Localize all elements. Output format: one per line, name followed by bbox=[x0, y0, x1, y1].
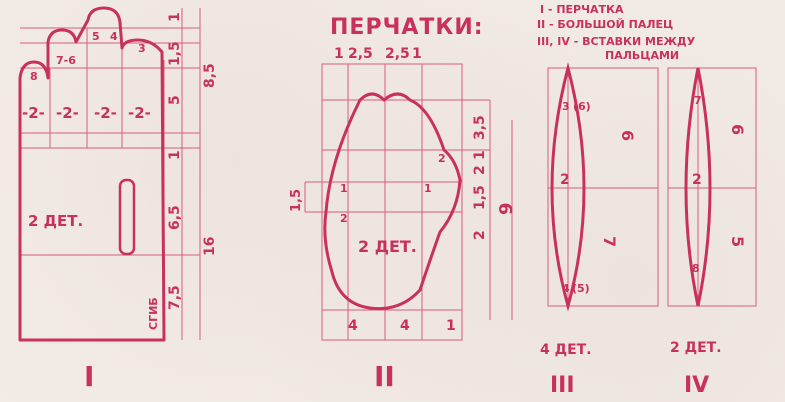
mark-label: 3 bbox=[138, 42, 146, 55]
insert4-roman-numeral: IV bbox=[684, 373, 709, 398]
dim-label: 2,5 bbox=[385, 46, 410, 62]
mark-label: (6) bbox=[573, 100, 591, 113]
mark-label: 7 bbox=[694, 94, 702, 107]
mark-label: 5 bbox=[92, 30, 100, 43]
insert4-grid bbox=[667, 67, 757, 307]
thumb-grid bbox=[304, 63, 513, 341]
mark-label: 3 bbox=[562, 100, 570, 113]
piece-insert-4: 7 8 2 6 5 2 ДЕТ. IV bbox=[667, 67, 757, 398]
legend-line-3: III, IV - ВСТАВКИ МЕЖДУ bbox=[537, 35, 696, 48]
legend-title: ПЕРЧАТКИ: bbox=[330, 15, 484, 40]
dim-label: 5 bbox=[167, 95, 183, 105]
dim-label: 4 bbox=[348, 318, 358, 334]
insert3-dim: 7 bbox=[600, 236, 619, 247]
insert4-count: 2 ДЕТ. bbox=[670, 340, 722, 356]
insert4-dim: 5 bbox=[728, 236, 747, 247]
dim-label: 1 bbox=[412, 46, 422, 62]
mark-label: (5) bbox=[572, 282, 590, 295]
glove-dimensions: 1 1,5 5 1 6,5 7,5 8,5 16 bbox=[167, 12, 218, 310]
thumb-bottom-dims: 4 4 1 bbox=[348, 318, 456, 334]
dim-label: 7,5 bbox=[167, 285, 183, 310]
dim-label: 1,5 bbox=[167, 41, 183, 66]
fold-label: СГИБ bbox=[147, 297, 160, 330]
dim-label: 1 bbox=[167, 150, 183, 160]
insert3-marks: 3 (6) 4 (5) bbox=[562, 100, 591, 295]
glove-roman-numeral: I bbox=[84, 360, 94, 393]
legend: ПЕРЧАТКИ: I - ПЕРЧАТКА II - БОЛЬШОЙ ПАЛЕ… bbox=[330, 3, 696, 62]
insert4-marks: 7 8 bbox=[692, 94, 702, 275]
insert3-center-label: 2 bbox=[560, 172, 570, 188]
dim-label: 2,5 bbox=[348, 46, 373, 62]
dim-label: 2 bbox=[472, 230, 488, 240]
insert4-dim: 6 bbox=[728, 124, 747, 135]
glove-count: 2 ДЕТ. bbox=[28, 212, 83, 230]
dim-label: 1 bbox=[472, 150, 488, 160]
mark-label: 1 bbox=[424, 182, 432, 195]
legend-line-1: I - ПЕРЧАТКА bbox=[540, 3, 624, 16]
width-label: -2- bbox=[94, 104, 117, 122]
dim-label: 1 bbox=[167, 12, 183, 22]
dim-label: 16 bbox=[202, 237, 218, 256]
mark-label: 4 bbox=[562, 282, 570, 295]
thumb-left-dim: 1,5 bbox=[289, 189, 304, 212]
insert3-dim: 6 bbox=[618, 130, 637, 141]
mark-label: 2 bbox=[340, 212, 348, 225]
insert4-outline bbox=[684, 67, 712, 307]
width-label: -2- bbox=[22, 104, 45, 122]
insert3-roman-numeral: III bbox=[550, 373, 575, 398]
dim-label: 8,5 bbox=[202, 63, 218, 88]
thumb-marks: 1 1 2 2 bbox=[340, 152, 446, 225]
width-label: -2- bbox=[128, 104, 151, 122]
dim-label: 1 bbox=[334, 46, 344, 62]
thumb-roman-numeral: II bbox=[374, 360, 395, 393]
legend-line-2: II - БОЛЬШОЙ ПАЛЕЦ bbox=[537, 18, 673, 31]
legend-line-4: ПАЛЬЦАМИ bbox=[605, 49, 679, 62]
glove-marks: 8 7-6 5 4 3 bbox=[30, 30, 146, 83]
mark-label: 1 bbox=[340, 182, 348, 195]
mark-label: 8 bbox=[30, 70, 38, 83]
mark-label: 8 bbox=[692, 262, 700, 275]
glove-width-labels: -2- -2- -2- -2- bbox=[22, 104, 151, 122]
insert3-count: 4 ДЕТ. bbox=[540, 342, 592, 358]
width-label: -2- bbox=[56, 104, 79, 122]
dim-label: 4 bbox=[400, 318, 410, 334]
insert3-grid bbox=[547, 67, 659, 307]
thumb-outline bbox=[323, 92, 462, 311]
dim-label: 9 bbox=[496, 202, 517, 215]
thumb-slit bbox=[118, 178, 136, 256]
dim-label: 6,5 bbox=[167, 205, 183, 230]
insert3-outline bbox=[550, 62, 586, 312]
dim-label: 3,5 bbox=[472, 115, 488, 140]
piece-insert-3: 3 (6) 4 (5) 2 6 7 4 ДЕТ. III bbox=[540, 62, 659, 398]
mark-label: 2 bbox=[438, 152, 446, 165]
thumb-top-dims: 1 2,5 2,5 1 bbox=[334, 46, 422, 62]
dim-label: 1 bbox=[446, 318, 456, 334]
dim-label: 2 bbox=[472, 165, 488, 175]
thumb-right-dims: 3,5 1 2 1,5 2 9 bbox=[472, 115, 517, 240]
thumb-count: 2 ДЕТ. bbox=[358, 237, 417, 256]
mark-label: 7-6 bbox=[56, 54, 76, 67]
piece-glove: -2- -2- -2- -2- 8 7-6 5 4 3 1 1,5 5 1 6,… bbox=[18, 6, 218, 393]
mark-label: 4 bbox=[110, 30, 118, 43]
insert4-center-label: 2 bbox=[692, 172, 702, 188]
dim-label: 1,5 bbox=[472, 185, 488, 210]
glove-outline bbox=[18, 6, 166, 342]
piece-thumb: 1 2,5 2,5 1 4 4 1 1 1 2 2 1,5 3,5 1 2 1,… bbox=[289, 46, 517, 393]
